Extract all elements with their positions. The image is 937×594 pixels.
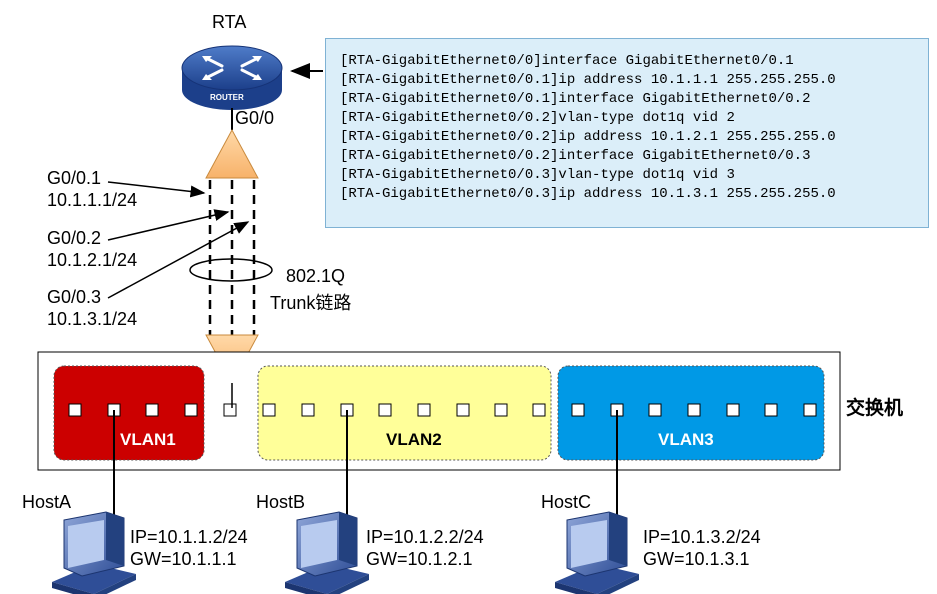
trunk-top-connector bbox=[205, 128, 259, 179]
vlan2-area bbox=[257, 365, 552, 461]
hosta-name: HostA bbox=[22, 492, 72, 512]
config-line: [RTA-GigabitEthernet0/0.1]interface Giga… bbox=[340, 91, 811, 107]
hostc-ip: IP=10.1.3.2/24 bbox=[643, 527, 761, 547]
switch-label: 交换机 bbox=[846, 398, 904, 419]
subif-3-name: G0/0.3 bbox=[47, 287, 102, 307]
vlan1-area bbox=[53, 365, 205, 461]
router-icon bbox=[181, 45, 283, 110]
trunk-link-label: Trunk链路 bbox=[270, 293, 352, 313]
router-badge: ROUTER bbox=[210, 93, 244, 102]
config-line: [RTA-GigabitEthernet0/0.2]ip address 10.… bbox=[340, 129, 836, 145]
config-line: [RTA-GigabitEthernet0/0.2]interface Giga… bbox=[340, 148, 811, 164]
subif-1-name: G0/0.1 bbox=[47, 168, 102, 188]
hosta-pc-icon bbox=[52, 511, 136, 594]
hostb-name: HostB bbox=[256, 492, 306, 512]
hostb-ip: IP=10.1.2.2/24 bbox=[366, 527, 484, 547]
hosta-gw: GW=10.1.1.1 bbox=[130, 549, 237, 569]
trunk-links bbox=[208, 180, 256, 335]
hostc-gw: GW=10.1.3.1 bbox=[643, 549, 750, 569]
router-name: RTA bbox=[212, 12, 247, 32]
config-panel: [RTA-GigabitEthernet0/0]interface Gigabi… bbox=[325, 38, 929, 228]
config-line: [RTA-GigabitEthernet0/0.1]ip address 10.… bbox=[340, 72, 836, 88]
switch-ports bbox=[68, 403, 817, 417]
hostb-pc-icon bbox=[285, 511, 369, 594]
vlan3-label: VLAN3 bbox=[658, 430, 714, 449]
trunk-protocol-label: 802.1Q bbox=[286, 266, 346, 286]
trunk-bundle-ellipse bbox=[189, 258, 273, 282]
subif-1-ip: 10.1.1.1/24 bbox=[47, 190, 138, 210]
subif-3-ip: 10.1.3.1/24 bbox=[47, 309, 138, 329]
vlan1-label: VLAN1 bbox=[120, 430, 176, 449]
subif-2-arrow bbox=[107, 209, 230, 241]
config-line: [RTA-GigabitEthernet0/0.3]ip address 10.… bbox=[340, 186, 836, 202]
subif-2-ip: 10.1.2.1/24 bbox=[47, 250, 138, 270]
vlan2-label: VLAN2 bbox=[386, 430, 442, 449]
hostc-name: HostC bbox=[541, 492, 592, 512]
router-interface-label: G0/0 bbox=[235, 108, 275, 128]
hosta-ip: IP=10.1.1.2/24 bbox=[130, 527, 248, 547]
config-line: [RTA-GigabitEthernet0/0]interface Gigabi… bbox=[340, 53, 794, 69]
hostc-pc-icon bbox=[555, 511, 639, 594]
config-line: [RTA-GigabitEthernet0/0.3]vlan-type dot1… bbox=[340, 167, 735, 183]
subif-3-arrow bbox=[107, 221, 250, 299]
subif-1-arrow bbox=[107, 181, 206, 198]
hostb-gw: GW=10.1.2.1 bbox=[366, 549, 473, 569]
subif-2-name: G0/0.2 bbox=[47, 228, 102, 248]
config-line: [RTA-GigabitEthernet0/0.2]vlan-type dot1… bbox=[340, 110, 735, 126]
